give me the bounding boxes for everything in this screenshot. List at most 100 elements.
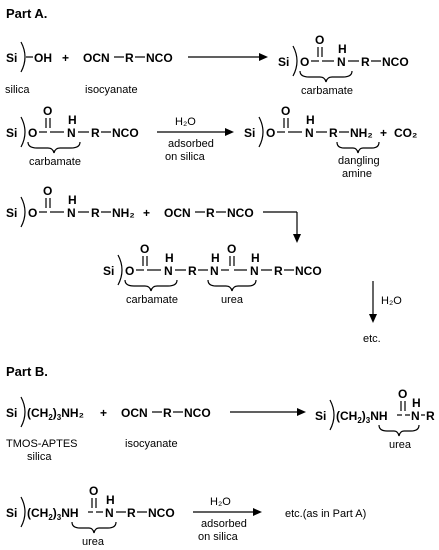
urea-brace	[378, 424, 420, 437]
isocyanate-r: R	[163, 406, 172, 420]
amine-group: NH₂	[112, 206, 135, 220]
product-r: R	[361, 55, 370, 69]
isocyanate-ocn: OCN	[83, 51, 110, 65]
nh-hydrogen: H	[106, 493, 115, 507]
carbamate-nitrogen: N	[67, 206, 76, 220]
nh-hydrogen: H	[412, 396, 421, 410]
carbamate-label: carbamate	[301, 85, 353, 97]
amine-group: NH₂	[350, 126, 373, 140]
amine-label: amine	[342, 168, 372, 180]
carbamate-nitrogen: N	[67, 126, 76, 140]
dangling-label: dangling	[338, 155, 380, 167]
silica-surface-arc	[20, 396, 26, 428]
ester-oxygen: O	[266, 126, 275, 140]
etc-label: etc.	[363, 333, 381, 345]
reaction-b1: Si (CH2)3NH₂ + OCN R NCO TMOS-APTES sili…	[6, 387, 435, 463]
urea-brace	[207, 279, 257, 292]
nh-hydrogen: H	[338, 42, 347, 56]
ester-oxygen: O	[300, 55, 309, 69]
urea-nitrogen: N	[210, 264, 219, 278]
ester-oxygen: O	[28, 206, 37, 220]
carbamate-nitrogen: N	[337, 55, 346, 69]
plus-sign: +	[380, 126, 387, 140]
isocyanate-nco: NCO	[227, 206, 254, 220]
arrow-head	[225, 128, 234, 136]
nh-hydrogen: H	[68, 113, 77, 127]
arrow-head	[369, 314, 377, 323]
isocyanate-nco: NCO	[184, 406, 211, 420]
on-silica-label: on silica	[165, 151, 206, 163]
product-si-symbol: Si	[244, 126, 255, 140]
adsorbed-label: adsorbed	[168, 138, 214, 150]
arrow-head	[293, 234, 301, 243]
carbonyl-oxygen: O	[398, 387, 407, 401]
carbonyl-oxygen: O	[281, 104, 290, 118]
urea-nitrogen: N	[250, 264, 259, 278]
carbonyl-oxygen: O	[89, 484, 98, 498]
product-si-symbol: Si	[315, 409, 326, 423]
reactant-nco: NCO	[148, 506, 175, 520]
silica-surface-arc	[20, 116, 26, 148]
product-si-symbol: Si	[103, 264, 114, 278]
isocyanate-label: isocyanate	[125, 438, 178, 450]
carbonyl-oxygen: O	[140, 242, 149, 256]
carbamate-nitrogen: N	[305, 126, 314, 140]
hydroxyl-group: OH	[34, 51, 52, 65]
arrow-head	[253, 508, 262, 516]
silica-surface-arc	[292, 45, 298, 77]
carbamate-brace	[299, 70, 353, 83]
part-a-header: Part A.	[6, 6, 47, 21]
carbonyl-oxygen: O	[43, 184, 52, 198]
product-r: R	[188, 264, 197, 278]
reactant-si-symbol: Si	[6, 206, 17, 220]
plus-sign: +	[143, 206, 150, 220]
propyl-chain: (CH2)3NH	[336, 409, 388, 425]
product-si-symbol: Si	[278, 55, 289, 69]
reactant-r: R	[91, 126, 100, 140]
carbamate-label: carbamate	[126, 294, 178, 306]
carbamate-label: carbamate	[29, 156, 81, 168]
urea-label: urea	[82, 536, 105, 548]
reactant-si-symbol: Si	[6, 406, 17, 420]
silica-surface-arc	[20, 41, 26, 73]
reaction-b2: Si (CH2)3NH O H N R NCO urea H₂O adsorbe…	[6, 484, 366, 548]
dangling-amine-brace	[336, 141, 380, 154]
isocyanate-ocn: OCN	[164, 206, 191, 220]
plus-sign: +	[62, 51, 69, 65]
arrow-head	[297, 408, 306, 416]
tmos-aptes-label: TMOS-APTES	[6, 438, 78, 450]
silica-surface-arc	[258, 116, 264, 148]
product-nco: NCO	[382, 55, 409, 69]
nh-hydrogen: H	[68, 193, 77, 207]
on-silica-label: on silica	[198, 531, 239, 543]
carbamate-brace	[27, 141, 81, 154]
isocyanate-nco: NCO	[146, 51, 173, 65]
carbonyl-oxygen: O	[227, 242, 236, 256]
isocyanate-ocn: OCN	[121, 406, 148, 420]
reactant-si-symbol: Si	[6, 126, 17, 140]
silica-surface-arc	[117, 254, 123, 286]
reactant-si-symbol: Si	[6, 506, 17, 520]
nh-hydrogen: H	[211, 251, 220, 265]
urea-nitrogen: N	[411, 409, 420, 423]
plus-sign: +	[100, 406, 107, 420]
reactant-nco: NCO	[112, 126, 139, 140]
silica-label: silica	[5, 84, 30, 96]
urea-label: urea	[221, 294, 244, 306]
ester-oxygen: O	[125, 264, 134, 278]
nh-hydrogen: H	[165, 251, 174, 265]
propyl-chain-open: (CH2)3NH₂	[27, 406, 84, 422]
arrow-head	[259, 53, 268, 61]
silica-surface-arc	[329, 399, 335, 431]
silica-label: silica	[27, 451, 52, 463]
product-nco: NCO	[295, 264, 322, 278]
etc-as-in-part-a-label: etc.(as in Part A)	[285, 508, 366, 520]
carbamate-nitrogen: N	[164, 264, 173, 278]
adsorbed-label: adsorbed	[201, 518, 247, 530]
part-b-header: Part B.	[6, 364, 48, 379]
propyl-chain: (CH2)3NH	[27, 506, 79, 522]
carbonyl-oxygen: O	[43, 104, 52, 118]
reactant-r: R	[127, 506, 136, 520]
silica-si-symbol: Si	[6, 51, 17, 65]
water-label: H₂O	[210, 496, 231, 508]
